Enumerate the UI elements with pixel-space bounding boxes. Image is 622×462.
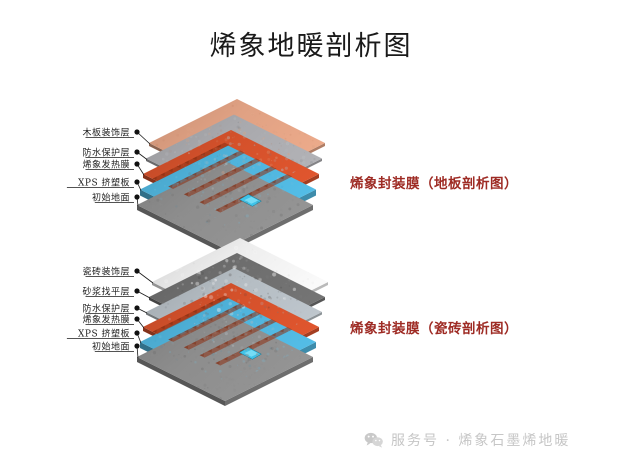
layer-label-wood-decor-layer: 木板装饰层: [82, 128, 130, 139]
footer-branding: 服务号 · 烯象石墨烯地暖: [364, 430, 570, 450]
layer-label-mortar-leveling-layer: 砂浆找平层: [82, 287, 130, 298]
floor-section-caption: 烯象封装膜（地板剖析图）: [350, 176, 518, 192]
layer-label-base-floor: 初始地面: [91, 193, 130, 204]
layer-label-xps-board: XPS 挤塑板: [78, 329, 130, 340]
page-title: 烯象地暖剖析图: [209, 31, 413, 62]
layer-label-base-floor: 初始地面: [91, 342, 130, 353]
layer-label-graphene-heating-film: 烯象发热膜: [82, 315, 130, 326]
footer-text: 服务号 · 烯象石墨烯地暖: [391, 433, 571, 449]
wechat-icon: [364, 432, 383, 448]
tile-section-caption: 烯象封装膜（瓷砖剖析图）: [350, 321, 518, 337]
layer-label-xps-board: XPS 挤塑板: [78, 178, 130, 189]
layer-label-waterproof-layer: 防水保护层: [82, 304, 130, 315]
layer-label-graphene-heating-film: 烯象发热膜: [82, 160, 130, 171]
layer-label-tile-decor-layer: 瓷砖装饰层: [82, 267, 130, 278]
layer-label-waterproof-layer: 防水保护层: [82, 148, 130, 159]
